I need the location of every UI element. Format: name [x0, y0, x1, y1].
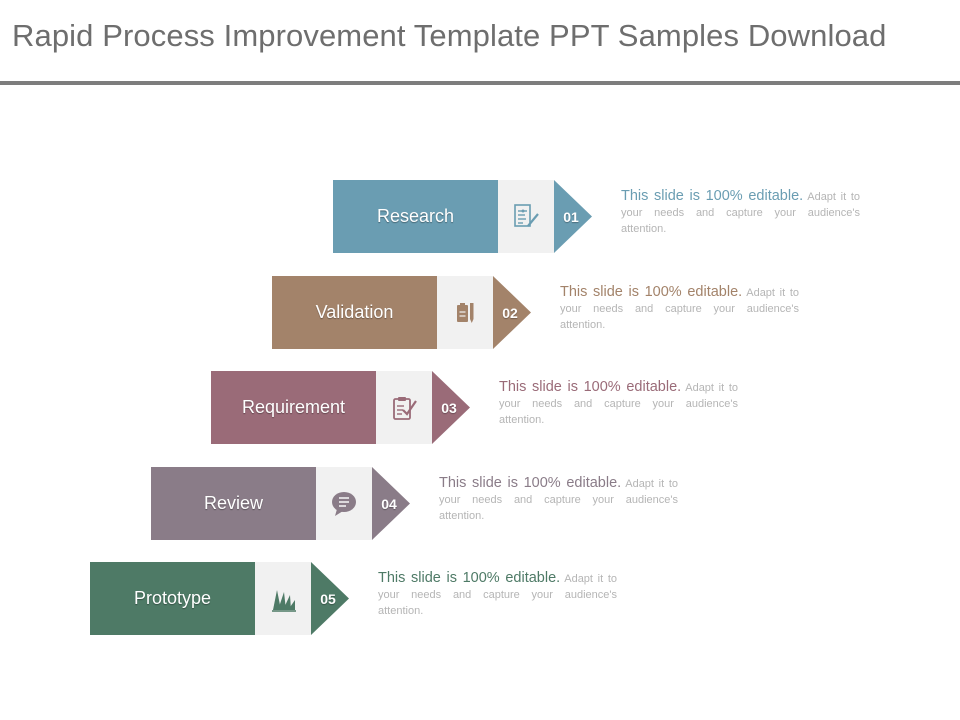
- step-description: This slide is 100% editable. Adapt it to…: [439, 475, 678, 524]
- title-divider: [0, 81, 960, 85]
- step-icon-box: [437, 276, 493, 349]
- step-label: Validation: [315, 302, 394, 322]
- clipboard-check-icon: [393, 396, 417, 420]
- step-description-text: Adapt it to your needs and capture your …: [560, 287, 799, 331]
- document-edit-icon: [514, 203, 539, 227]
- step-number: 01: [563, 208, 579, 225]
- step-number: 04: [381, 495, 397, 512]
- step-label: Research: [376, 206, 455, 226]
- step-label: Requirement: [241, 397, 346, 417]
- step-number: 05: [320, 590, 336, 607]
- step-description-text: Adapt it to your needs and capture your …: [378, 573, 617, 617]
- step-number: 03: [441, 399, 457, 416]
- step-arrow: [554, 180, 592, 253]
- step-description-lead: This slide is 100% editable.: [499, 379, 682, 395]
- step-arrow: [432, 371, 470, 444]
- step-description: This slide is 100% editable. Adapt it to…: [621, 188, 860, 237]
- step-label-box: Research: [333, 180, 498, 253]
- step-description-lead: This slide is 100% editable.: [439, 475, 622, 491]
- step-arrow: [311, 562, 349, 635]
- step-label: Review: [203, 493, 264, 513]
- step-arrow: [493, 276, 531, 349]
- step-label: Prototype: [133, 588, 212, 608]
- step-icon-box: [316, 467, 372, 540]
- step-description-lead: This slide is 100% editable.: [621, 188, 804, 204]
- step-description: This slide is 100% editable. Adapt it to…: [378, 570, 617, 619]
- step-label-box: Prototype: [90, 562, 255, 635]
- step-label-box: Review: [151, 467, 316, 540]
- swatch-fan-icon: [272, 589, 296, 612]
- step-description-text: Adapt it to your needs and capture your …: [621, 191, 860, 235]
- chat-bubble-icon: [332, 491, 356, 516]
- step-description-lead: This slide is 100% editable.: [378, 570, 561, 586]
- clipboard-pen-icon: [457, 302, 474, 323]
- step-description: This slide is 100% editable. Adapt it to…: [499, 379, 738, 428]
- step-description: This slide is 100% editable. Adapt it to…: [560, 284, 799, 333]
- step-label-box: Validation: [272, 276, 437, 349]
- step-icon-box: [376, 371, 432, 444]
- step-arrow: [372, 467, 410, 540]
- step-label-box: Requirement: [211, 371, 376, 444]
- step-description-text: Adapt it to your needs and capture your …: [499, 382, 738, 426]
- step-icon-box: [255, 562, 311, 635]
- step-icon-box: [498, 180, 554, 253]
- step-number: 02: [502, 304, 518, 321]
- step-description-lead: This slide is 100% editable.: [560, 284, 743, 300]
- step-description-text: Adapt it to your needs and capture your …: [439, 478, 678, 522]
- page-title: Rapid Process Improvement Template PPT S…: [12, 18, 887, 53]
